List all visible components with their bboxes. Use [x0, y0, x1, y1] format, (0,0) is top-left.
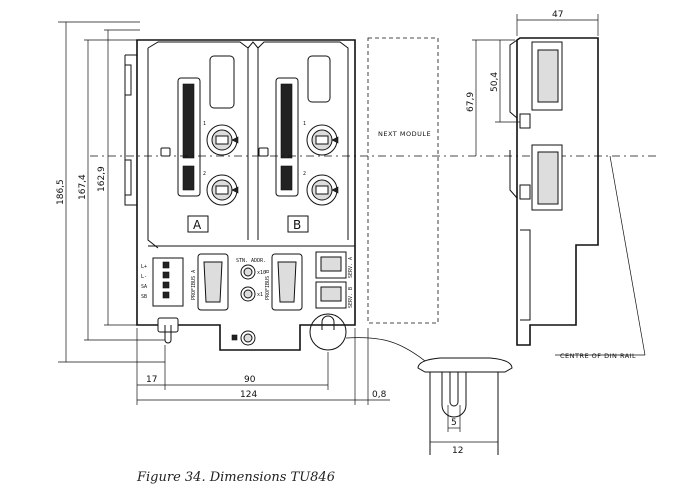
- dim-12: 12: [452, 446, 463, 456]
- dim-162-9: 162,9: [97, 166, 107, 192]
- slot-a-key-1: [206, 124, 239, 156]
- side-view: CENTRE OF DIN RAIL 47 67,9 50,4: [466, 10, 646, 360]
- slot-b-key-1: [306, 124, 339, 156]
- locking-tab: [157, 317, 179, 333]
- din-clip: [519, 184, 531, 200]
- figure-caption: Figure 34. Dimensions TU846: [137, 470, 335, 485]
- slot-detail-view: 5 12: [417, 357, 513, 456]
- pos-2a-label: 2: [203, 171, 206, 177]
- dim-124: 124: [240, 390, 257, 400]
- pos-2b-label: 2: [303, 171, 306, 177]
- term-sa-label: SA: [141, 284, 147, 290]
- slot-a-frame: [147, 41, 249, 249]
- slot-a-label: A: [193, 218, 202, 232]
- slot-b-box: [287, 215, 309, 233]
- dim-90: 90: [244, 375, 256, 385]
- profibus-a-label: PROFIBUS A: [191, 270, 197, 300]
- dim-50-4: 50,4: [490, 72, 500, 92]
- left-dimensions: 186,5 167,4 162,9: [56, 21, 165, 363]
- dim-5: 5: [451, 418, 457, 428]
- slot-a-key-2: [206, 174, 239, 206]
- pos-1b-label: 1: [303, 121, 306, 127]
- dim-0-8: 0,8: [372, 390, 387, 400]
- slot-b-key-2: [306, 174, 339, 206]
- slot-b-label: B: [293, 218, 301, 232]
- x1-label: x1: [257, 292, 263, 298]
- lock-icon: [258, 147, 269, 157]
- lock-icon: [160, 147, 171, 157]
- dim-67-9: 67,9: [466, 92, 476, 112]
- din-clip: [519, 113, 531, 129]
- stn-addr-label: STN. ADDR.: [236, 258, 266, 264]
- dim-47: 47: [552, 10, 563, 20]
- term-l2-label: L-: [141, 274, 147, 280]
- dim-17: 17: [146, 375, 157, 385]
- x10-label: x10: [257, 270, 266, 276]
- pos-1a-label: 1: [203, 121, 206, 127]
- slot-b-window: [307, 55, 331, 103]
- front-view: 1 2 1 2 A B L+ L- SA SB PROFIBUS A STN. …: [124, 39, 431, 366]
- serv-b-label: SERV. B: [348, 287, 354, 308]
- dim-186-5: 186,5: [56, 179, 66, 205]
- din-rail-label: CENTRE OF DIN RAIL: [560, 352, 636, 360]
- slot-detail-circle: [309, 313, 347, 351]
- next-module-label: NEXT MODULE: [378, 130, 431, 138]
- slot-a-box: [187, 215, 209, 233]
- term-sb-label: SB: [141, 294, 147, 300]
- serv-a-label: SERV. A: [348, 257, 354, 278]
- term-l1-label: L+: [141, 264, 147, 270]
- bottom-dimensions: 17 90 124 0,8: [136, 328, 390, 405]
- side-outline: [516, 37, 599, 346]
- profibus-b-label: PROFIBUS B: [265, 270, 271, 300]
- slot-a-window: [209, 55, 235, 109]
- dim-167-4: 167,4: [78, 174, 88, 200]
- din-rail-leader: [609, 155, 646, 356]
- next-module-outline: [367, 37, 439, 324]
